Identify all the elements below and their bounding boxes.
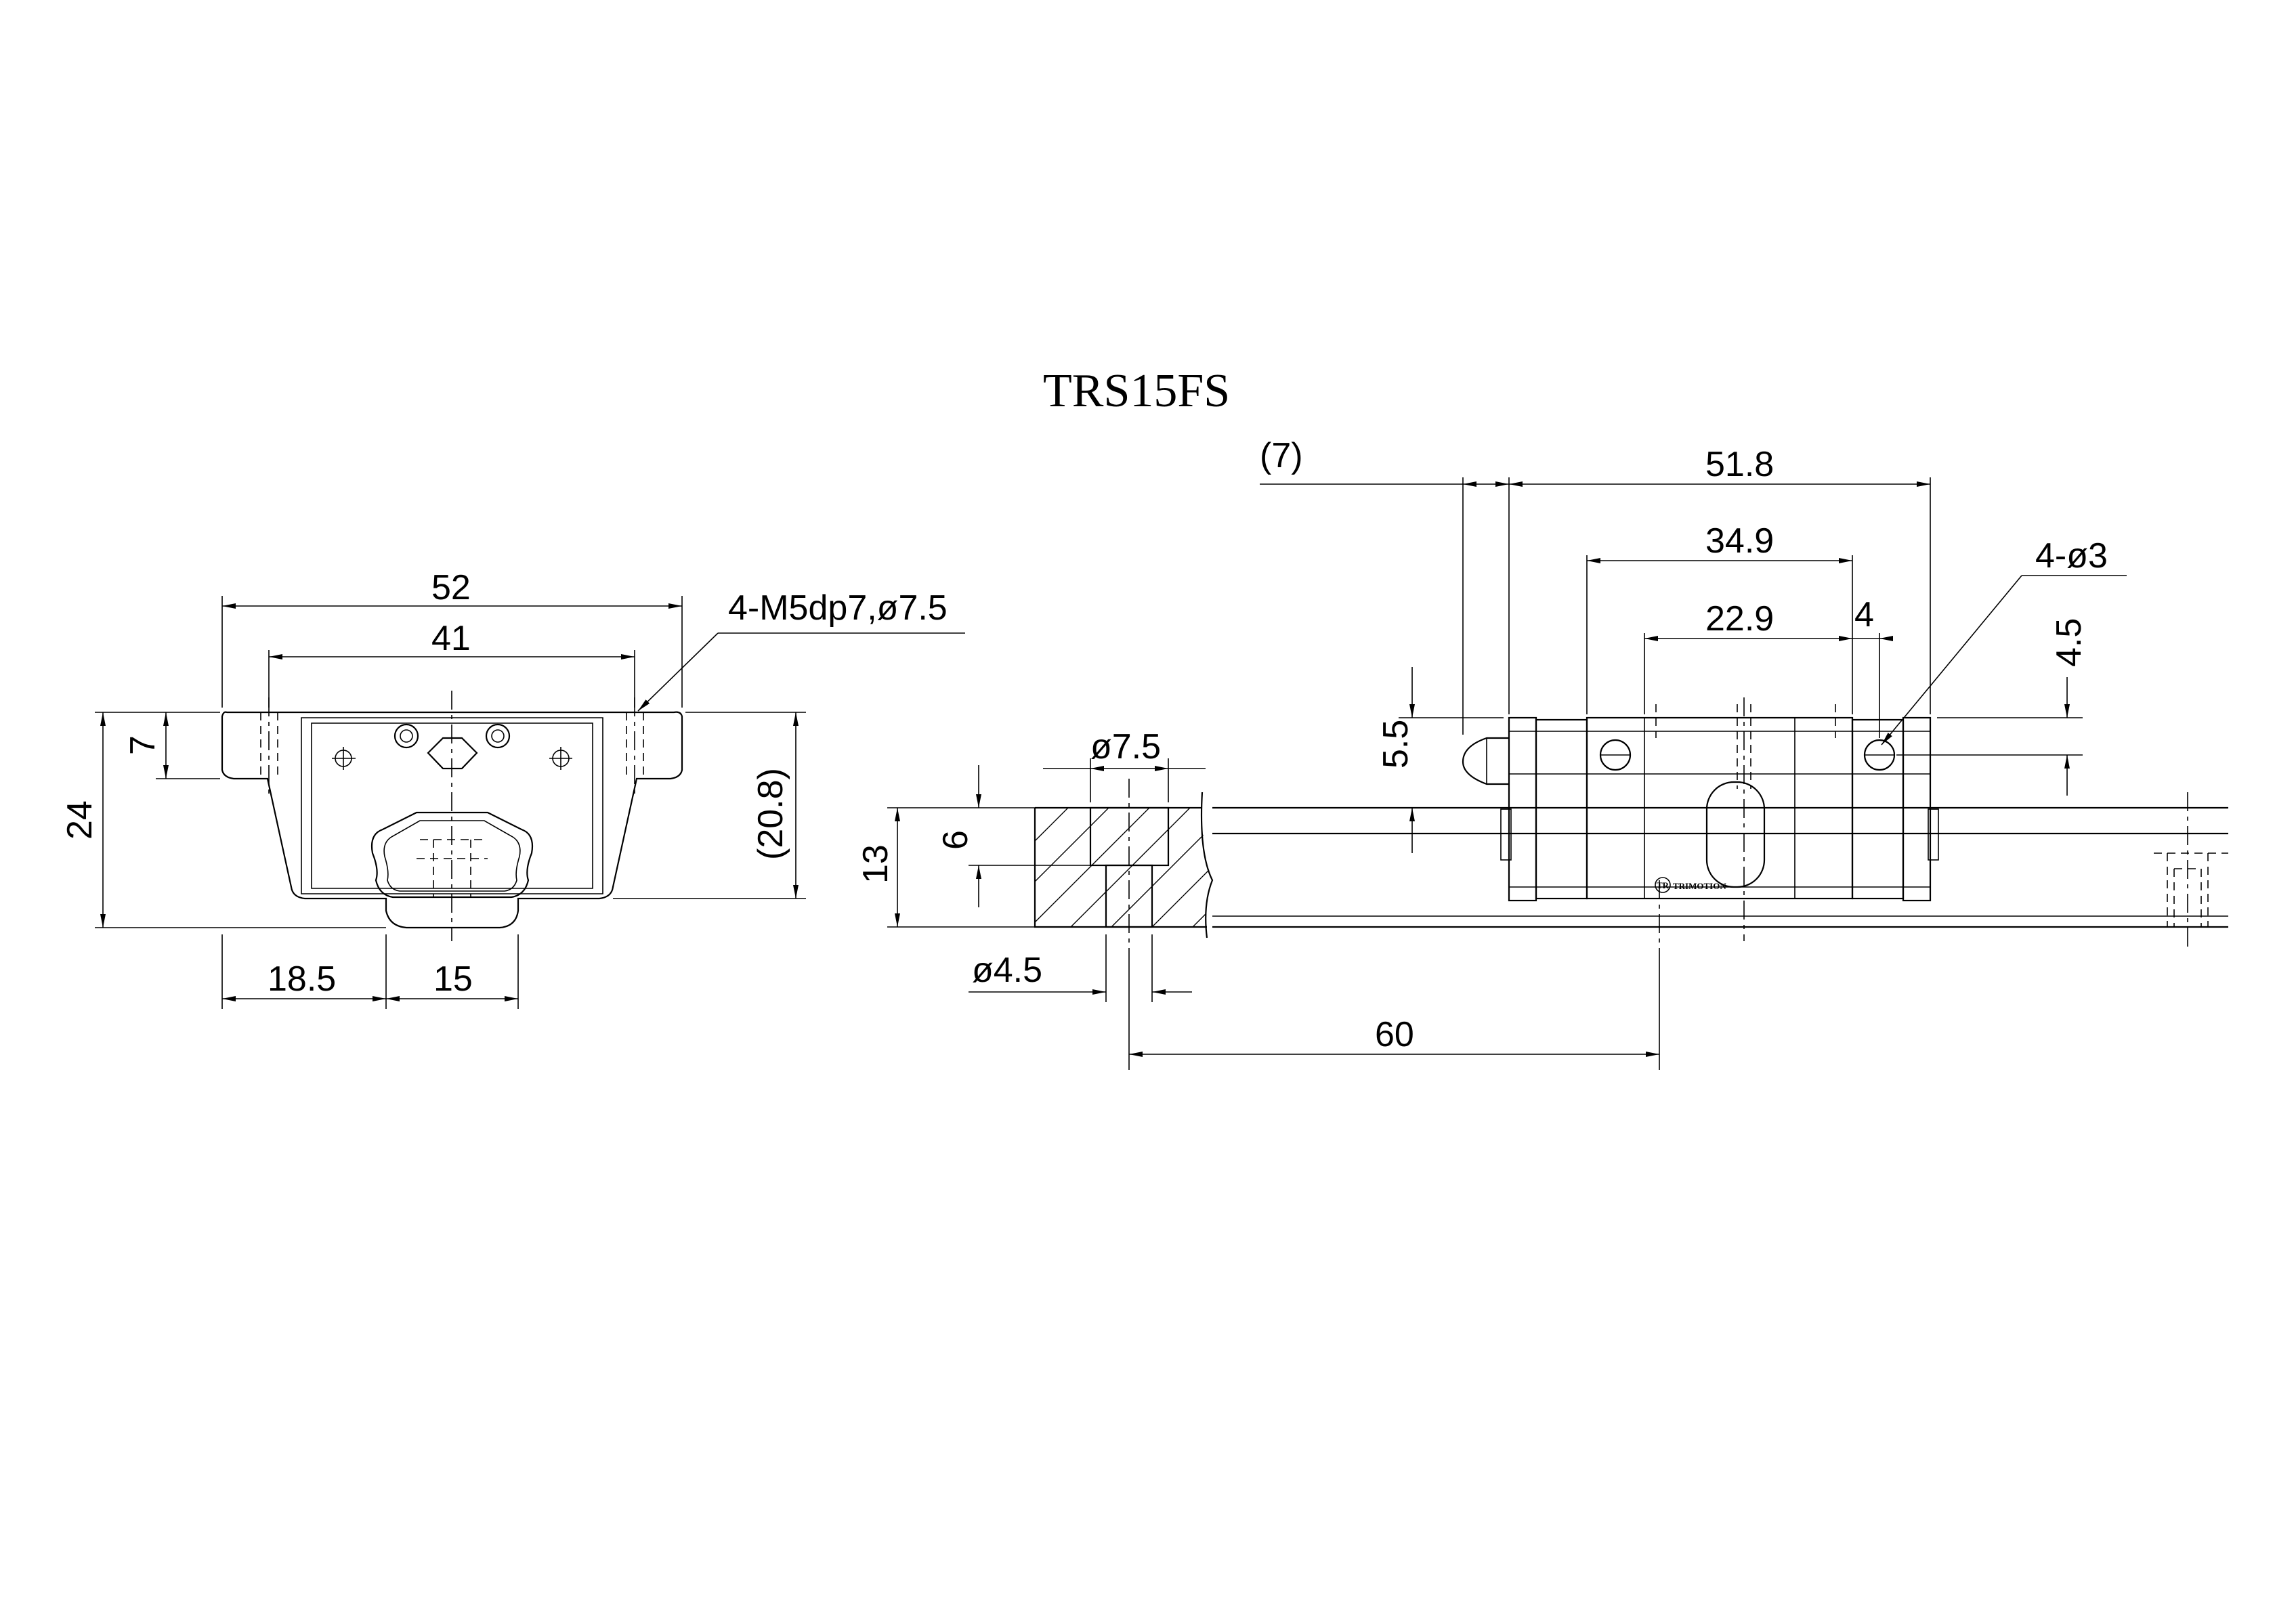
carriage-face	[301, 717, 603, 894]
leader-thread	[637, 632, 719, 712]
dim-counterbore-depth: 6	[936, 830, 975, 850]
end-cap-right	[1851, 718, 1905, 900]
dim-nipple-height: 5.5	[1376, 720, 1416, 769]
carriage-top-plate	[311, 722, 593, 889]
nipple-hole-left	[394, 723, 419, 749]
dim-hole-spacing: 22.9	[1705, 599, 1774, 639]
dim-bolt-dia: ø4.5	[972, 951, 1042, 990]
dim-pitch: 60	[1375, 1015, 1414, 1054]
rail-inner-profile	[383, 820, 521, 892]
end-seal-left	[1508, 716, 1537, 902]
grease-nipple	[1462, 737, 1509, 785]
dim-overall-length: 51.8	[1705, 445, 1774, 484]
dim-rail-height: 13	[856, 844, 895, 884]
dim-mount-spacing: 41	[431, 619, 471, 658]
dim-width: 52	[431, 568, 471, 607]
dim-rail-width: 15	[433, 959, 473, 999]
rail-profile	[370, 811, 534, 899]
nipple-hole-right	[485, 723, 511, 749]
dim-block-height: (20.8)	[751, 768, 790, 860]
end-seal-right	[1902, 716, 1932, 902]
brand-logo: TR TRIMOTION	[1655, 877, 1726, 893]
drawing-title: TRS15FS	[1043, 365, 1230, 417]
rail-break-line	[1200, 792, 1214, 938]
carriage-outline	[221, 711, 683, 929]
end-cap-left	[1535, 718, 1588, 900]
brand-logo-mark: TR	[1657, 880, 1670, 890]
dim-thread: 4-M5dp7,ø7.5	[728, 588, 948, 628]
dim-body-length: 34.9	[1705, 521, 1774, 561]
dim-flange: 7	[123, 735, 163, 755]
dim-hole-offset: 4	[1854, 595, 1874, 634]
dim-offset: 18.5	[268, 959, 336, 999]
rail-body	[1212, 806, 2228, 928]
dim-end-seal: (7)	[1260, 436, 1303, 475]
dim-counterbore-dia: ø7.5	[1090, 727, 1161, 766]
dim-lube-holes: 4-ø3	[2035, 536, 2108, 576]
seal-window	[1705, 781, 1766, 888]
side-view: TR TRIMOTION (7) 51.8 34.9 22.9 4 4-ø3 4…	[856, 436, 2228, 1070]
grease-nipple-hex	[427, 737, 478, 770]
rail-hatching	[1035, 808, 1212, 927]
front-view: 52 41 4-M5dp7,ø7.5 24 7 (20.8) 18.5 15	[60, 568, 965, 1009]
dim-lube-height: 4.5	[2049, 618, 2089, 667]
rail-section-outline	[1034, 806, 1207, 928]
leader-lube	[1881, 575, 2022, 745]
brand-name: TRIMOTION	[1673, 881, 1726, 891]
dim-height: 24	[60, 800, 100, 840]
